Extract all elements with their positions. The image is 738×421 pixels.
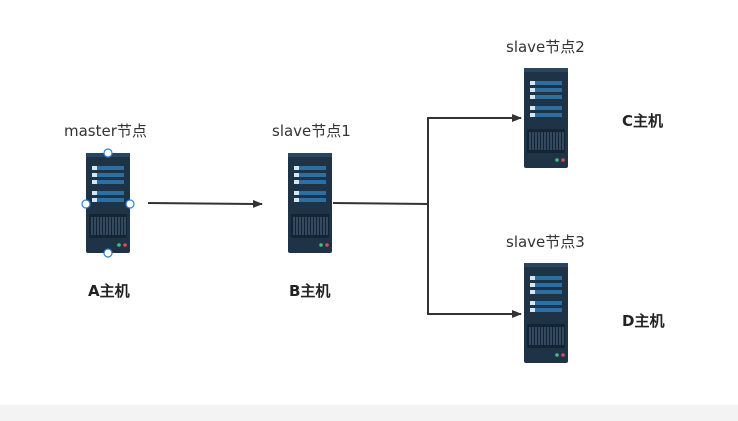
slave1-role-label: slave节点1 <box>272 122 351 140</box>
edge-slave1-to-slave3[interactable] <box>427 204 522 318</box>
master-role-label: master节点 <box>64 122 147 140</box>
slave2-host-label: C主机 <box>622 112 664 130</box>
edge-slave1-to-slave2[interactable] <box>332 114 522 206</box>
slave3-host-label: D主机 <box>622 312 665 330</box>
slave2-role-label: slave节点2 <box>506 38 585 56</box>
master-host-label: A主机 <box>88 282 130 300</box>
slave3-role-label: slave节点3 <box>506 233 585 251</box>
slave1-server-icon[interactable] <box>287 152 333 254</box>
slave2-server-icon[interactable] <box>523 67 569 169</box>
edge-master-to-slave1[interactable] <box>147 199 263 208</box>
slave1-host-label: B主机 <box>289 282 331 300</box>
slave3-server-icon[interactable] <box>523 262 569 364</box>
canvas-bottom-band <box>0 405 738 421</box>
master-server-icon[interactable] <box>85 152 131 254</box>
